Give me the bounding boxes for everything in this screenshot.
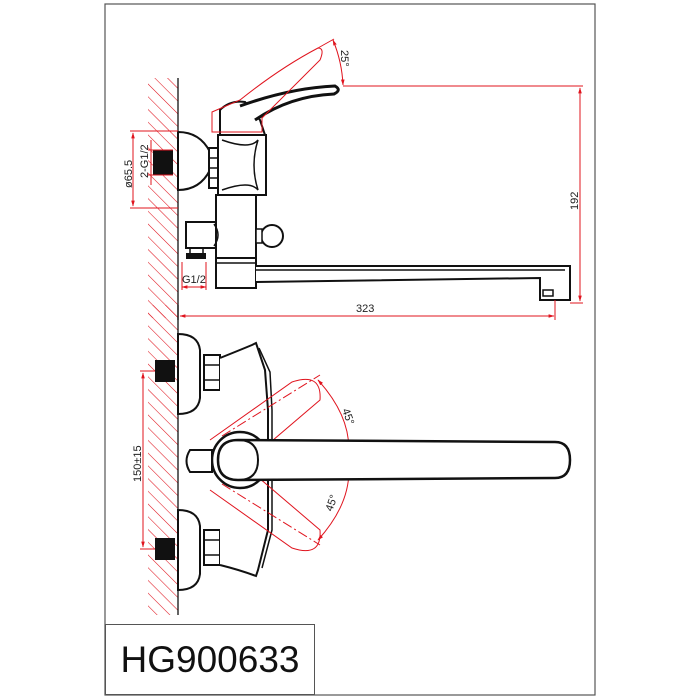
escutcheon-upper — [177, 332, 201, 416]
dim-escutcheon-diameter: ø65.5 — [123, 160, 135, 188]
dim-height: 192 — [569, 192, 581, 210]
dim-swing-lower: 45° — [324, 493, 341, 513]
spout — [255, 265, 571, 301]
dim-swing-upper: 45° — [339, 407, 356, 427]
wall-hatch-top — [148, 305, 178, 615]
wall-hatch — [148, 78, 178, 318]
escutcheon — [177, 130, 211, 192]
side-view: 25° 192 323 ø65.5 — [123, 38, 583, 320]
inlet-connector — [153, 150, 173, 175]
dim-inlet-thread: 2-G1/2 — [139, 144, 151, 178]
escutcheon-lower — [177, 508, 201, 592]
lever-raised-outline — [211, 47, 323, 133]
valve-body — [217, 134, 267, 196]
dim-lever-angle: 25° — [338, 50, 350, 67]
side-cap — [185, 449, 213, 473]
shower-outlet — [185, 221, 217, 249]
lever-top — [216, 438, 572, 482]
title-block: HG900633 — [105, 624, 315, 695]
model-code: HG900633 — [120, 638, 300, 680]
dim-outlet-thread: G1/2 — [182, 274, 206, 286]
diverter-knob — [260, 224, 284, 248]
diverter-body — [215, 194, 257, 289]
dim-inlet-spacing: 150±15 — [132, 445, 144, 482]
drawing-frame — [104, 3, 596, 696]
top-view: 45° 45° 150±15 — [132, 305, 572, 615]
dim-reach: 323 — [356, 303, 374, 315]
lever-handle — [239, 84, 340, 122]
